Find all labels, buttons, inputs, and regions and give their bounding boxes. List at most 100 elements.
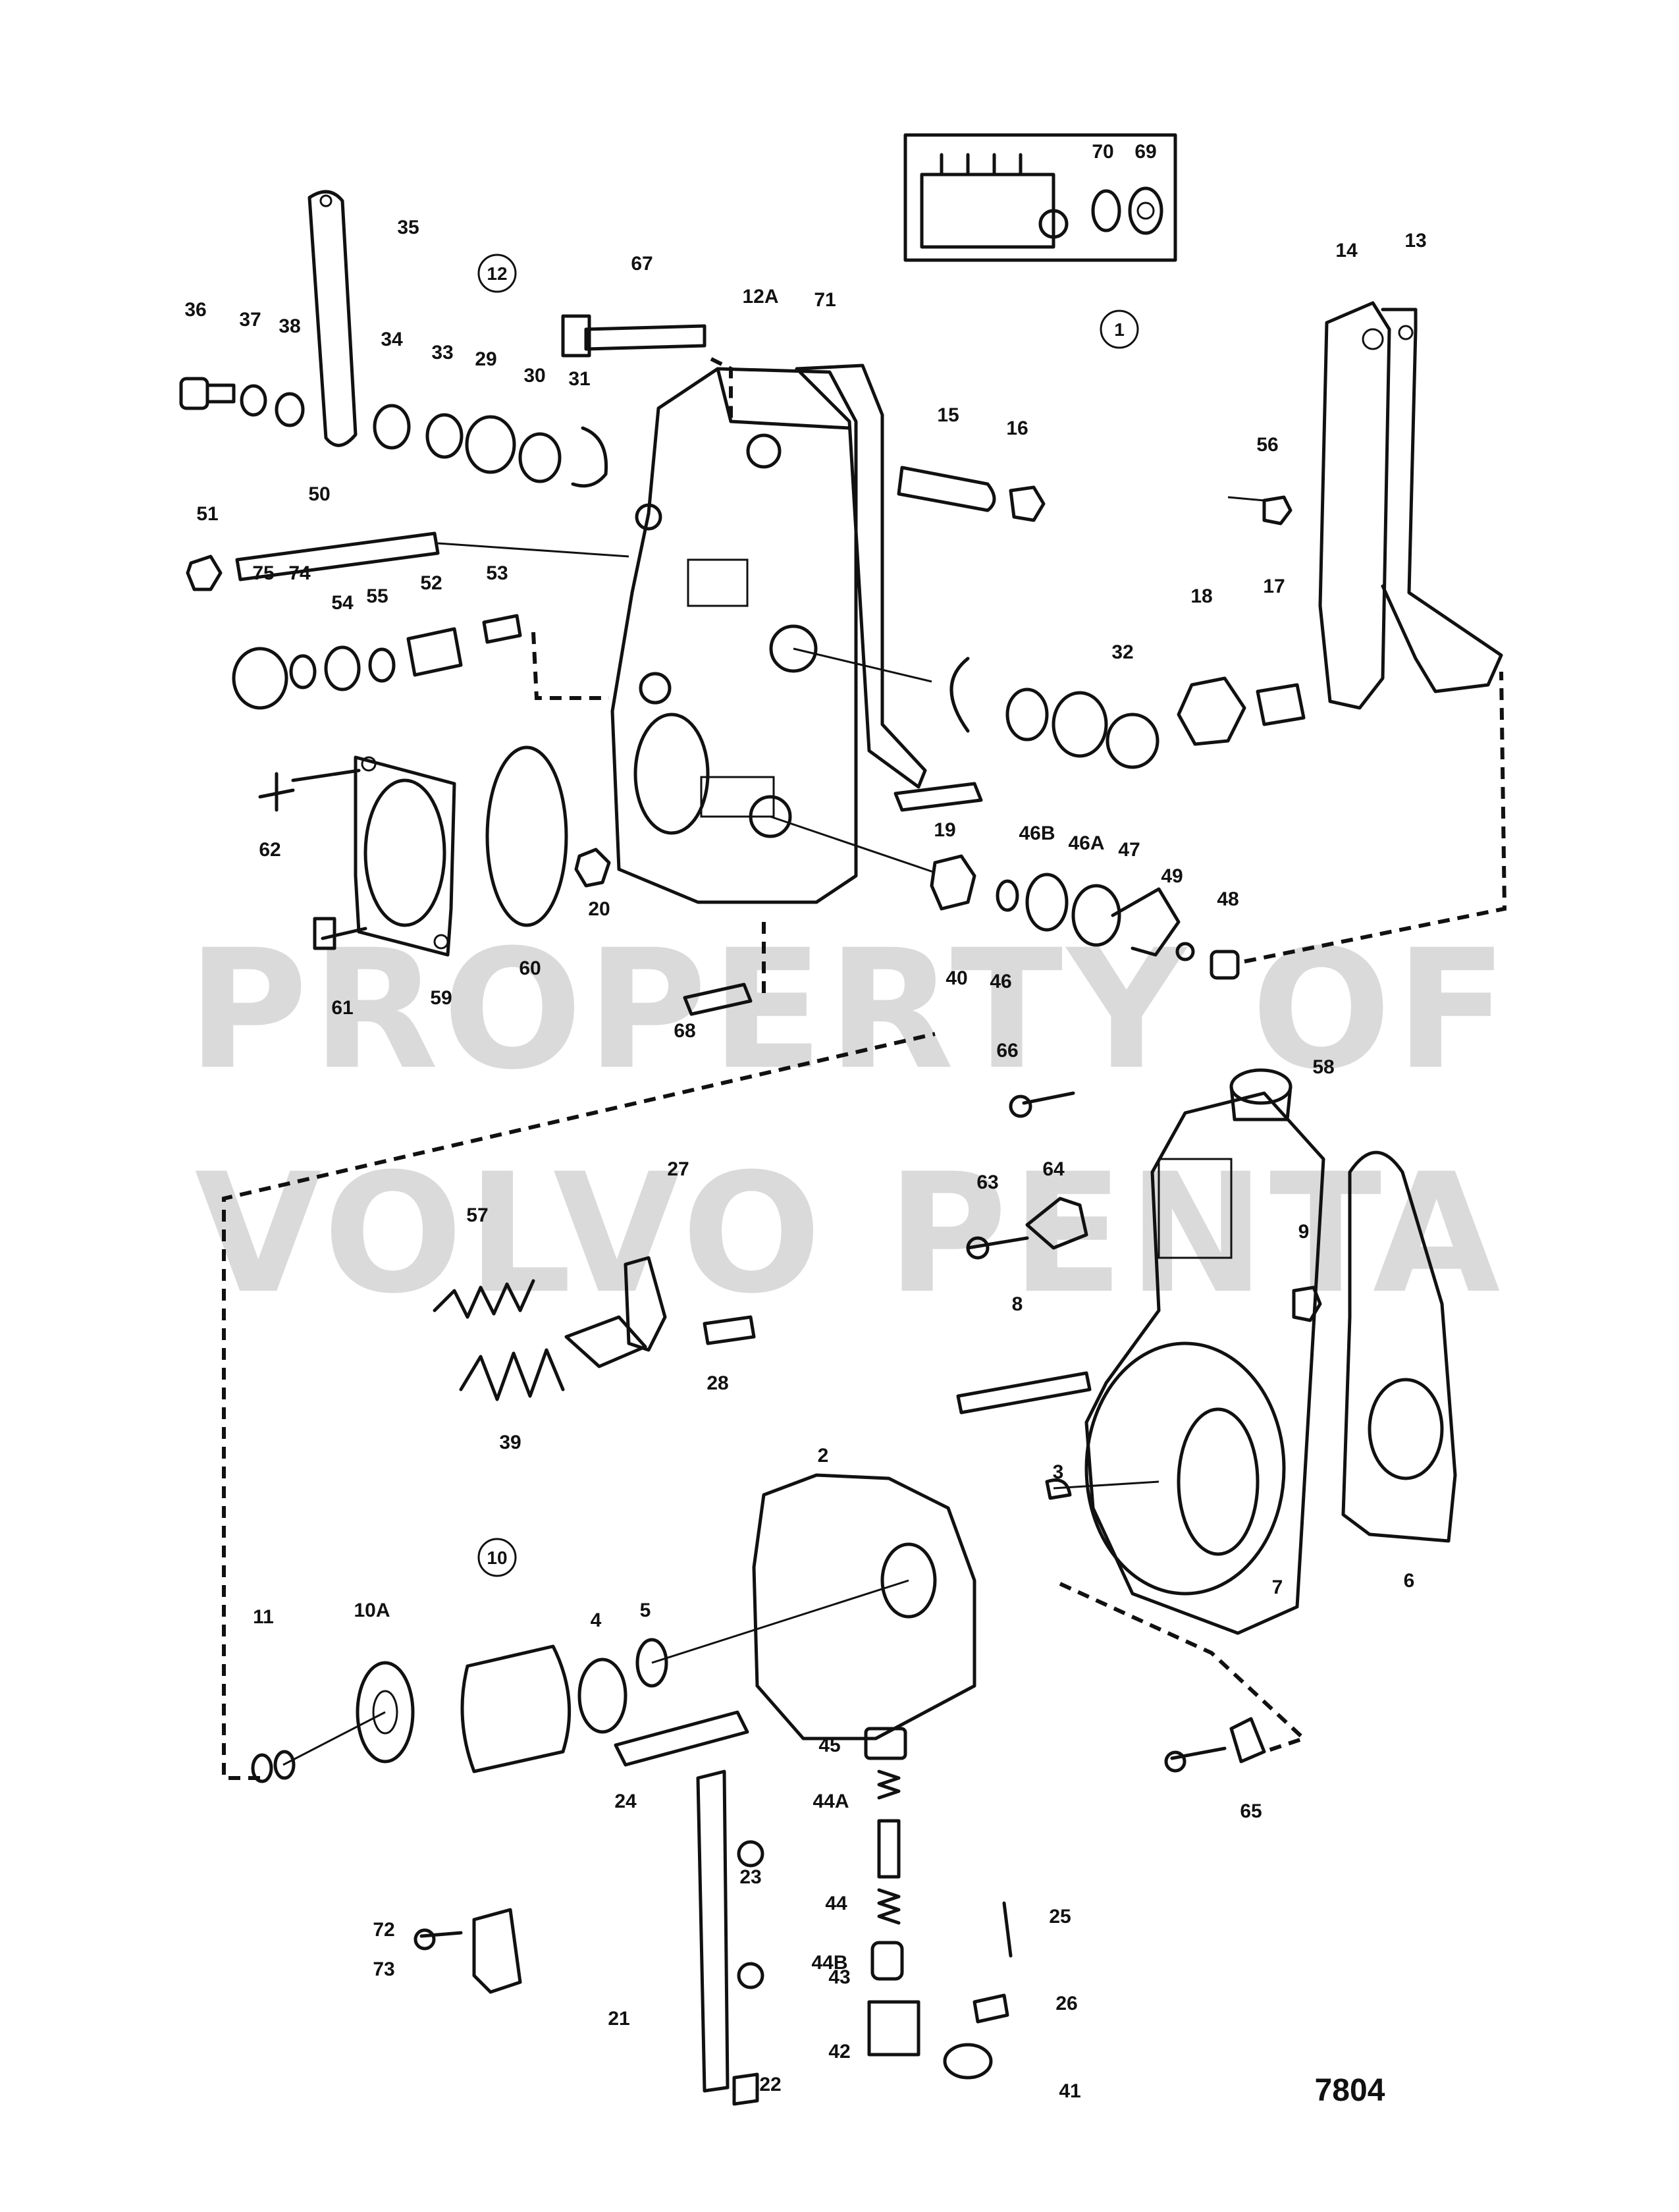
watermark-line-2: VOLVO PENTA [195, 1138, 1505, 1330]
part-label-12: 12 [487, 263, 507, 284]
shaft-parts-row-1 [179, 377, 608, 488]
part-label-37: 37 [239, 309, 261, 331]
part-label-52: 52 [420, 572, 442, 594]
part-label-16: 16 [1006, 418, 1028, 439]
part-label-20: 20 [588, 898, 610, 920]
part-label-44: 44 [825, 1893, 847, 1914]
part-label-10a: 10A [354, 1600, 390, 1621]
nut-9 [1292, 1285, 1322, 1322]
part-label-19: 19 [934, 819, 955, 841]
part-label-35: 35 [397, 217, 419, 238]
gasket [795, 364, 927, 789]
part-label-24: 24 [614, 1791, 637, 1812]
part-label-39: 39 [499, 1432, 521, 1453]
part-label-68: 68 [674, 1020, 695, 1042]
part-label-55: 55 [366, 585, 388, 607]
part-label-22: 22 [759, 2074, 781, 2095]
part-label-9: 9 [1298, 1221, 1310, 1243]
part-label-48: 48 [1217, 888, 1239, 910]
part-label-67: 67 [631, 253, 653, 275]
part-label-70: 70 [1092, 141, 1113, 163]
part-label-26: 26 [1055, 1993, 1077, 2014]
part-label-28: 28 [706, 1372, 728, 1394]
part-label-7: 7 [1272, 1577, 1283, 1598]
part-label-17: 17 [1263, 576, 1285, 597]
figure-number: 7804 [1315, 2073, 1385, 2108]
stud-50 [186, 531, 440, 591]
part-label-2: 2 [818, 1445, 829, 1467]
sleeve-assembly [251, 1638, 668, 1783]
screw-68 [683, 983, 753, 1016]
part-label-21: 21 [608, 2008, 629, 2030]
governor-cover-7 [1084, 1068, 1325, 1635]
part-label-69: 69 [1134, 141, 1156, 163]
key-3 [1045, 1478, 1072, 1500]
part-label-61: 61 [331, 997, 353, 1019]
cover-plate-59 [354, 755, 456, 957]
part-label-1: 1 [1114, 319, 1125, 340]
part-label-27: 27 [667, 1158, 689, 1180]
leader-lines [282, 496, 1265, 1766]
nut-20 [574, 848, 611, 888]
flyweight-carrier-2 [752, 1473, 976, 1740]
screws-61-62 [258, 769, 367, 950]
part-label-49: 49 [1161, 865, 1183, 887]
part-label-56: 56 [1256, 434, 1278, 456]
part-label-64: 64 [1042, 1158, 1065, 1180]
assembly-callout-circle-1 [1100, 310, 1139, 349]
part-label-12a: 12A [742, 286, 778, 308]
screw-19 [893, 782, 983, 812]
part-label-54: 54 [331, 592, 354, 614]
bracket-72 [413, 1908, 522, 1994]
part-label-10: 10 [487, 1548, 507, 1568]
clip-65 [1164, 1717, 1266, 1773]
part-label-14: 14 [1335, 240, 1358, 261]
part-label-44a: 44A [813, 1791, 849, 1812]
part-label-29: 29 [475, 348, 496, 370]
bolt-67-head [561, 314, 591, 358]
lever-13-14 [1318, 301, 1503, 710]
part-label-23: 23 [739, 1866, 761, 1888]
springs-57-39 [433, 1256, 756, 1401]
part-label-46a: 46A [1068, 832, 1104, 854]
bolt-67 [584, 324, 706, 351]
part-label-75: 75 [252, 562, 274, 584]
part-label-50: 50 [308, 483, 330, 505]
part-label-3: 3 [1053, 1461, 1064, 1483]
part-label-43: 43 [828, 1966, 850, 1988]
part-label-63: 63 [976, 1172, 998, 1193]
linkage-line-lower [1059, 1582, 1308, 1754]
part-label-41: 41 [1059, 2080, 1080, 2102]
part-label-25: 25 [1049, 1906, 1071, 1928]
part-label-65: 65 [1240, 1800, 1262, 1822]
shaft-parts-row-2 [232, 614, 522, 710]
part-label-51: 51 [196, 503, 218, 525]
governor-housing [610, 367, 858, 904]
part-label-18: 18 [1190, 585, 1212, 607]
assembly-callout-circle-12 [477, 254, 517, 293]
part-label-30: 30 [523, 365, 545, 387]
lever-35 [307, 190, 358, 447]
part-label-57: 57 [466, 1204, 488, 1226]
part-label-38: 38 [279, 315, 300, 337]
part-label-34: 34 [381, 329, 403, 350]
part-label-60: 60 [519, 958, 541, 979]
part-label-5: 5 [640, 1600, 651, 1621]
part-label-36: 36 [184, 299, 206, 321]
part-label-31: 31 [568, 368, 590, 390]
gasket-6 [1341, 1150, 1457, 1543]
shaft-parts-row-4 [930, 854, 1240, 980]
linkage-line-67 [710, 357, 733, 421]
part-label-40: 40 [946, 967, 967, 989]
part-label-53: 53 [486, 562, 508, 584]
levers-21-24 [614, 1710, 764, 2106]
linkage-line-right [1244, 671, 1507, 963]
pin-15 [897, 466, 1046, 522]
linkage-line-53 [531, 632, 609, 700]
washer-56 [1262, 495, 1293, 526]
part-label-72: 72 [373, 1919, 394, 1941]
spring-stack-44 [864, 1727, 1013, 2080]
part-label-33: 33 [431, 342, 453, 364]
